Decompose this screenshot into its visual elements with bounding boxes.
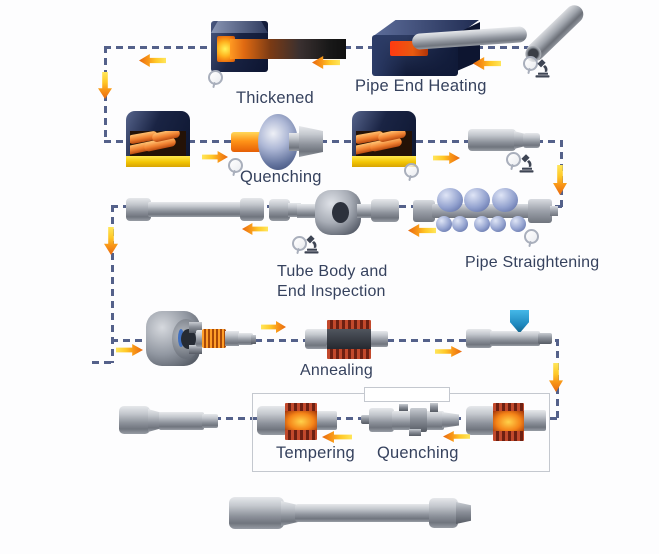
flow-arrow-right-icon bbox=[261, 321, 286, 333]
annealing-coil-bottom bbox=[327, 349, 371, 359]
flow-arrow-down-icon bbox=[98, 72, 112, 99]
pipe-straightening-machine bbox=[413, 188, 558, 232]
reheating-furnace-1 bbox=[126, 111, 190, 167]
tempering-pipe-collar bbox=[257, 406, 289, 435]
microscope-icon bbox=[304, 235, 319, 254]
quench-tool-cone bbox=[442, 412, 459, 428]
flow-arrow-right-icon bbox=[435, 346, 462, 357]
marking-nozzle-icon bbox=[510, 310, 529, 332]
marked-pipe-body bbox=[490, 331, 540, 346]
magnifier-icon bbox=[404, 163, 419, 178]
heat-treatment-box-tab bbox=[364, 387, 450, 402]
finished-pipe-taper bbox=[281, 501, 298, 526]
stage-label-line2: End Inspection bbox=[277, 282, 386, 300]
flow-arrow-down-icon bbox=[104, 227, 118, 255]
microscope-icon bbox=[519, 154, 534, 173]
upset-bar-pipe bbox=[230, 39, 346, 59]
pipe-step bbox=[225, 331, 239, 346]
furnace-coil-bottom bbox=[493, 431, 524, 441]
flow-arrow-down-icon bbox=[549, 363, 563, 392]
upset-pipe-end bbox=[523, 133, 540, 148]
stage-label-annealing: Annealing bbox=[300, 362, 373, 379]
reheating-furnace-2 bbox=[352, 111, 416, 167]
tempering-coil-bottom bbox=[285, 430, 317, 440]
furnace-coil-top bbox=[493, 403, 524, 413]
furnace-base bbox=[352, 156, 416, 167]
stage-label-quenching-1: Quenching bbox=[240, 168, 322, 186]
pipe-collar bbox=[119, 406, 150, 434]
magnifier-icon bbox=[523, 56, 538, 71]
magnifier-icon bbox=[524, 229, 539, 244]
die-hub bbox=[289, 133, 301, 151]
magnifier-icon bbox=[208, 70, 223, 85]
furnace-cavity bbox=[130, 131, 186, 156]
pipe-collar bbox=[371, 199, 399, 222]
quench-tool-step bbox=[410, 408, 427, 432]
pipe-collar bbox=[269, 199, 290, 221]
annealing-coil-top bbox=[327, 320, 371, 330]
chuck-jaw bbox=[189, 322, 202, 333]
furnace-cavity bbox=[356, 131, 412, 156]
stage-label-tempering: Tempering bbox=[276, 444, 355, 462]
magnifier-icon bbox=[292, 236, 307, 251]
pipe-stub bbox=[297, 204, 319, 218]
tempering-coil-top bbox=[285, 403, 317, 413]
raw-pipe bbox=[522, 1, 588, 66]
flow-arrow-left-icon bbox=[242, 223, 268, 235]
quench-tool-collar bbox=[369, 408, 394, 432]
flow-line-left-col2 bbox=[111, 205, 114, 363]
microscope-icon bbox=[535, 59, 550, 78]
flow-line-stub bbox=[92, 361, 113, 364]
tempering-pipe bbox=[311, 411, 337, 430]
flow-arrow-left-icon bbox=[139, 54, 166, 67]
stage-label-pipe-straightening: Pipe Straightening bbox=[465, 254, 600, 271]
flow-arrow-right-icon bbox=[433, 152, 460, 164]
inspection-ring-bore bbox=[332, 202, 349, 223]
stage-label-thickened: Thickened bbox=[236, 89, 314, 107]
quench-tool-nub bbox=[361, 415, 371, 424]
magnifier-icon bbox=[228, 158, 243, 173]
furnace-base bbox=[126, 156, 190, 167]
flow-arrow-left-icon bbox=[443, 431, 470, 442]
marked-pipe-collar bbox=[466, 329, 492, 348]
finished-pipe-tool-joint-left bbox=[229, 497, 284, 529]
flow-arrow-right-icon bbox=[202, 151, 228, 163]
magnifier-icon bbox=[506, 152, 521, 167]
upset-pipe-taper bbox=[514, 131, 525, 149]
finished-pipe-pin-end bbox=[456, 502, 471, 524]
pipe-taper bbox=[148, 409, 161, 432]
pipe-end bbox=[202, 414, 218, 428]
pipe-collar bbox=[240, 198, 264, 221]
stage-label-pipe-end-heating: Pipe End Heating bbox=[355, 77, 487, 95]
furnace-pipe-collar bbox=[466, 406, 496, 435]
hot-thread-section bbox=[202, 329, 226, 348]
furnace-pipe bbox=[519, 410, 546, 431]
annealing-pipe-collar bbox=[305, 329, 329, 349]
pipe-collar bbox=[126, 198, 151, 221]
die-cone bbox=[299, 126, 323, 157]
chuck-hub bbox=[181, 329, 196, 349]
quench-tool-nub bbox=[399, 404, 408, 411]
annealing-sleeve bbox=[327, 329, 371, 350]
pipe-body bbox=[159, 412, 204, 430]
chuck-jaw bbox=[189, 345, 202, 354]
finished-pipe-tool-joint-right bbox=[429, 498, 458, 528]
flow-line-row2 bbox=[104, 140, 562, 143]
pipe-cap bbox=[251, 335, 256, 344]
upset-pipe-body bbox=[468, 129, 516, 151]
quench-tool-nub bbox=[430, 403, 438, 412]
stage-label-tube-inspection: Tube Body and End Inspection bbox=[277, 262, 388, 301]
stage-label-quenching-2: Quenching bbox=[377, 444, 459, 462]
marked-pipe-end bbox=[538, 333, 552, 344]
pipe-step bbox=[238, 333, 253, 345]
tempering-furnace-glow bbox=[285, 411, 317, 432]
pipe-stub bbox=[357, 204, 374, 218]
stage-label-line1: Tube Body and bbox=[277, 263, 388, 280]
furnace-glow bbox=[493, 411, 524, 433]
furnace-top-face bbox=[211, 21, 268, 33]
finished-pipe-body bbox=[295, 504, 433, 522]
quench-tool-nub bbox=[409, 429, 421, 436]
pipe-body bbox=[148, 202, 243, 217]
flow-arrow-right-icon bbox=[116, 344, 143, 356]
